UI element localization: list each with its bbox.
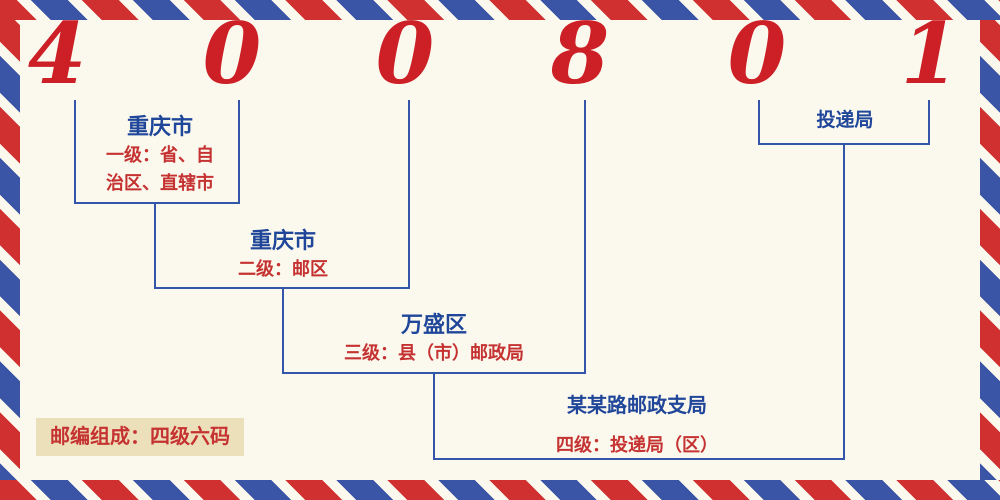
bracket-level2-right-line: [408, 100, 410, 289]
bracket-level4-right-line: [843, 144, 845, 460]
bracket-level4-bottom-line: [433, 458, 845, 460]
level-1-label: 重庆市 一级：省、自 治区、直辖市: [106, 112, 214, 197]
airmail-border-top: [0, 0, 1000, 20]
postal-digit-3: 0: [375, 4, 435, 103]
bracket-delivery-right-line: [928, 100, 930, 145]
bracket-level1-right-line: [238, 100, 240, 204]
level-3-name: 万盛区: [400, 312, 467, 337]
level-4-label: 某某路邮政支局 四级：投递局（区）: [556, 393, 718, 460]
level-1-name: 重庆市: [126, 114, 193, 139]
airmail-border-right: [980, 0, 1000, 500]
postal-digit-2: 0: [202, 4, 262, 103]
level-1-desc-line2: 治区、直辖市: [106, 172, 214, 193]
bracket-level2-drop-line: [154, 202, 156, 289]
level-2-name: 重庆市: [249, 228, 316, 253]
delivery-office-label: 投递局: [816, 108, 873, 134]
level-1-desc-line1: 一级：省、自: [106, 144, 214, 165]
level-3-label: 万盛区 三级：县（市）邮政局: [344, 310, 524, 368]
level-3-desc: 三级：县（市）邮政局: [344, 342, 524, 363]
airmail-border-bottom: [0, 480, 1000, 500]
level-4-desc: 四级：投递局（区）: [556, 435, 718, 455]
bracket-level1-bottom-line: [74, 202, 240, 204]
level-4-name: 某某路邮政支局: [567, 395, 707, 417]
postal-digit-4: 8: [550, 4, 610, 103]
bracket-level3-drop-line: [282, 287, 284, 374]
delivery-office-name: 投递局: [816, 110, 874, 131]
airmail-border-left: [0, 0, 20, 500]
bracket-level4-drop-line: [433, 372, 435, 460]
bracket-delivery-left-line: [758, 100, 760, 145]
level-2-label: 重庆市 二级：邮区: [238, 226, 328, 284]
postal-digit-6: 1: [900, 4, 960, 103]
bracket-delivery-bottom-line: [758, 143, 930, 145]
bracket-level3-right-line: [584, 100, 586, 374]
postal-digit-1: 4: [27, 4, 87, 103]
level-2-desc: 二级：邮区: [238, 258, 328, 279]
postal-code-composition-badge: 邮编组成：四级六码: [36, 418, 244, 456]
bracket-level1-left-line: [74, 100, 76, 204]
postal-digit-5: 0: [727, 4, 787, 103]
